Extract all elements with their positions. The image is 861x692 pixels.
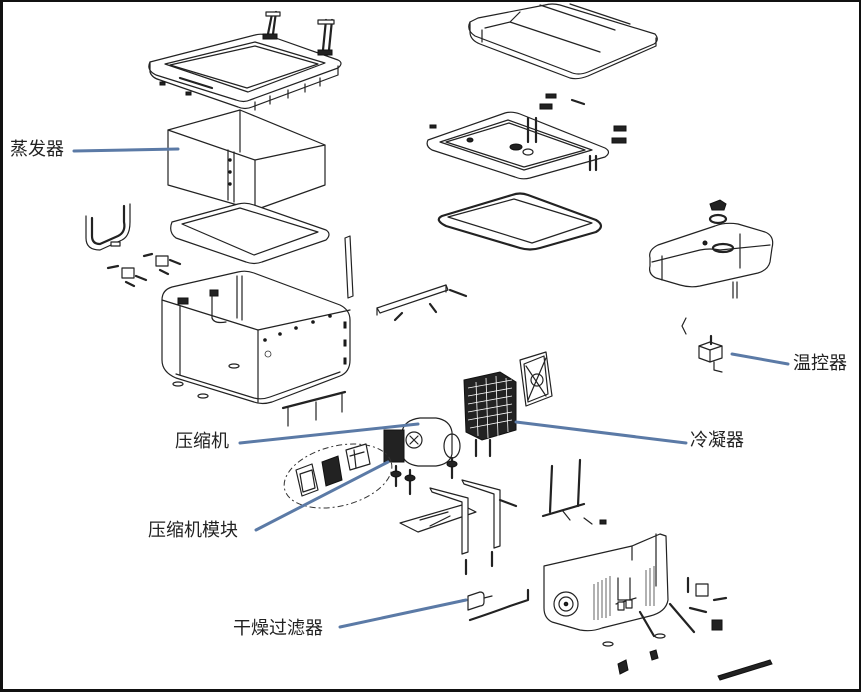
compressor-part [383, 417, 461, 496]
leader-evaporator [72, 147, 180, 153]
lid-frame [148, 33, 342, 122]
leader-compressor-module [254, 460, 390, 532]
leader-drier-filter [338, 598, 468, 629]
label-condenser: 冷凝器 [690, 430, 744, 451]
leader-compressor [238, 422, 420, 445]
label-thermostat: 温控器 [793, 353, 847, 374]
leader-thermostat [730, 352, 790, 366]
lid-screws [262, 10, 335, 56]
small-parts [602, 576, 773, 681]
condenser-part [463, 371, 517, 458]
mount-bracket [376, 284, 468, 322]
leader-condenser [514, 420, 688, 445]
label-compressor: 压缩机 [175, 431, 229, 452]
tray-frame [170, 202, 330, 265]
label-evaporator: 蒸发器 [10, 139, 64, 160]
outer-housing [161, 270, 351, 405]
thermostat-part [681, 317, 723, 373]
label-compressor-module: 压缩机模块 [148, 520, 238, 541]
bottom-rail [281, 390, 347, 427]
compressor-module-part [283, 443, 393, 509]
label-drier-filter: 干燥过滤器 [233, 618, 323, 639]
hinge-brackets [106, 252, 182, 288]
leader-lines [72, 147, 790, 629]
side-strip [344, 235, 354, 299]
lid-inner-frame [426, 93, 627, 180]
gasket-ring [437, 192, 603, 251]
compressor-base [399, 479, 518, 576]
control-cover [649, 199, 774, 299]
lid-cover [468, 3, 658, 80]
evaporator-liner [167, 109, 326, 211]
condenser-housing [543, 533, 669, 632]
handle [85, 203, 131, 251]
drier-filter-part [461, 588, 530, 622]
mount-plate [541, 458, 607, 525]
condenser-fan [519, 351, 553, 407]
